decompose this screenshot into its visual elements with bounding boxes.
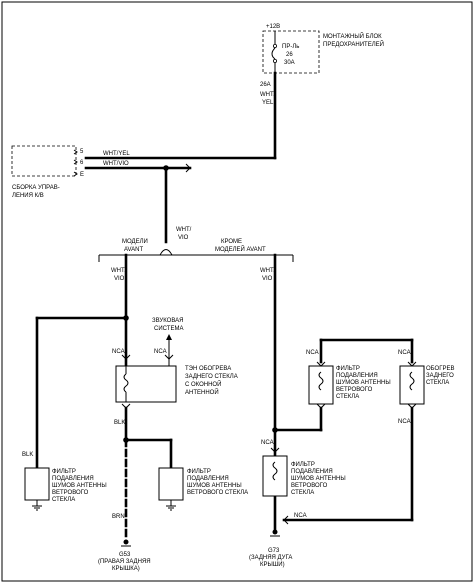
sound-arrow-icon [166,334,172,340]
filter-d: ФИЛЬТР ПОДАВЛЕНИЯ ШУМОВ АНТЕННЫ ВЕТРОВОГ… [262,455,346,497]
ground-g53-name: G53 [119,552,131,558]
wire-label-left-1: WHT/ [111,268,127,274]
nca-label-left: NCA [112,349,125,355]
ground-g73-label-2: КРЫШИ) [260,562,285,568]
rear-heater-box [399,365,425,405]
fuse-pin: 26А [260,82,271,88]
filter-b-label-3: ШУМОВ АНТЕННЫ [187,483,242,489]
rear-heater-label-2: ЗАДНЕГО [426,373,454,379]
fuse-terminal-top [272,44,277,49]
wire-label-down-2: VIO [178,235,189,241]
heater-label-4: АНТЕННОЙ [185,388,219,396]
filter-d-label-3: ШУМОВ АНТЕННЫ [291,476,346,482]
wire-label-ctrl-top: WHT/YEL [103,151,130,157]
control-unit-outline [11,145,77,177]
fuse-block: +12В ПР-Ль 26 30А МОНТАЖНЫЙ БЛОК ПРЕДОХР… [260,24,384,88]
branch-left-1: МОДЕЛИ [122,239,148,245]
wire-label-left-2: VIO [114,276,125,282]
heater-antenna-box [115,365,177,403]
filter-d-box [262,455,288,497]
branch-right-2: МОДЕЛЕЙ AVANT [215,245,266,253]
fuse-block-title-1: МОНТАЖНЫЙ БЛОК [323,32,382,40]
heater-label-1: ТЭН ОБОГРЕВА [185,366,231,372]
control-unit-label-2: ЛЕНИЯ К/В [12,193,44,199]
fuse-label-2: 26 [286,52,293,58]
filter-b-box [158,467,184,501]
control-unit-label-1: СБОРКА УПРАВ- [12,185,60,191]
filter-c: ФИЛЬТР ПОДАВЛЕНИЯ ШУМОВ АНТЕННЫ ВЕТРОВОГ… [308,365,391,405]
nca-label-rear: NCA [398,350,411,356]
filter-a-label-1: ФИЛЬТР [52,469,76,475]
filter-d-label-2: ПОДАВЛЕНИЯ [291,469,333,475]
filter-d-label-5: СТЕКЛА [291,490,314,496]
nca-label-g73: NCA [294,513,307,519]
control-unit: 5 6 E СБОРКА УПРАВ- ЛЕНИЯ К/В [11,145,84,199]
filter-c-label-3: ШУМОВ АНТЕННЫ [336,380,391,386]
ground-g53-label-1: (ПРАВАЯ ЗАДНЯЯ [98,559,151,565]
heater-label-3: С ОКОННОЙ [185,380,221,388]
ground-g73-icon [272,529,278,535]
wire-label-down-1: WHT/ [176,227,192,233]
nca-label-d: NCA [261,440,274,446]
control-pin-e: E [80,172,84,178]
wire-label-fuse-1: WHT/ [260,92,276,98]
filter-b-label-4: ВЕТРОВОГО СТЕКЛА [187,490,248,496]
ground-g73: G73 (ЗАДНЯЯ ДУГА КРЫШИ) [249,529,292,568]
nca-label-c: NCA [306,350,319,356]
ground-g53: G53 (ПРАВАЯ ЗАДНЯЯ КРЫШКА) [98,539,151,572]
branch-left-2: AVANT [124,247,143,253]
wire-label-right-2: VIO [262,276,273,282]
filter-c-box [308,365,334,405]
filter-a-label-5: СТЕКЛА [52,497,75,503]
nca-label-sound: NCA [154,349,167,355]
ground-g53-icon [123,539,129,545]
filter-b-label-1: ФИЛЬТР [187,469,211,475]
ground-g73-label-1: (ЗАДНЯЯ ДУГА [249,555,292,561]
wire-label-ctrl-bottom: WHT/VIO [103,161,129,167]
wire-label-fuse-2: YEL [262,100,274,106]
filter-c-label-5: СТЕКЛА [336,394,359,400]
control-pin-5: 5 [80,149,84,155]
wire-label-blk-left: BLK [22,452,33,458]
rear-heater-label-3: СТЕКЛА [426,380,449,386]
filter-a-label-3: ШУМОВ АНТЕННЫ [52,483,107,489]
rear-window-heater: ОБОГРЕВ ЗАДНЕГО СТЕКЛА [399,365,454,405]
sound-label-1: ЗВУКОВАЯ [152,318,183,324]
fuse-label-3: 30А [284,60,295,66]
filter-a-box [24,467,50,501]
rear-heater-antenna: ТЭН ОБОГРЕВА ЗАДНЕГО СТЕКЛА С ОКОННОЙ АН… [115,365,238,403]
heater-label-2: ЗАДНЕГО СТЕКЛА [185,374,238,380]
wire-label-blk-mid: BLK [114,420,125,426]
wire-label-right-1: WHT/ [260,268,276,274]
rear-heater-label-1: ОБОГРЕВ [426,366,454,372]
sound-label-2: СИСТЕМА [154,326,183,332]
filter-c-label-4: ВЕТРОВОГО [336,387,373,393]
filter-b-label-2: ПОДАВЛЕНИЯ [187,476,229,482]
filter-a-label-2: ПОДАВЛЕНИЯ [52,476,94,482]
filter-d-label-1: ФИЛЬТР [291,462,315,468]
wire-label-brn: BRN [112,514,125,520]
control-pin-6: 6 [80,160,84,166]
filter-c-label-1: ФИЛЬТР [336,366,360,372]
filter-a-label-4: ВЕТРОВОГО [52,490,89,496]
ground-g53-label-2: КРЫШКА) [112,566,140,572]
filter-b: ФИЛЬТР ПОДАВЛЕНИЯ ШУМОВ АНТЕННЫ ВЕТРОВОГ… [158,467,248,511]
fuse-voltage: +12В [266,24,280,30]
fuse-block-title-2: ПРЕДОХРАНИТЕЛЕЙ [323,40,384,48]
filter-c-label-2: ПОДАВЛЕНИЯ [336,373,378,379]
nca-label-rear-bottom: NCA [398,419,411,425]
branch-right-1: КРОМЕ [221,239,242,245]
fuse-terminal-bottom [272,59,277,64]
filter-d-label-4: ВЕТРОВОГО [291,483,328,489]
fuse-icon [271,47,276,60]
fuse-block-outline [262,30,320,74]
ground-g73-name: G73 [268,548,280,554]
fuse-label-1: ПР-Ль [282,44,299,50]
filter-a: ФИЛЬТР ПОДАВЛЕНИЯ ШУМОВ АНТЕННЫ ВЕТРОВОГ… [24,467,107,511]
